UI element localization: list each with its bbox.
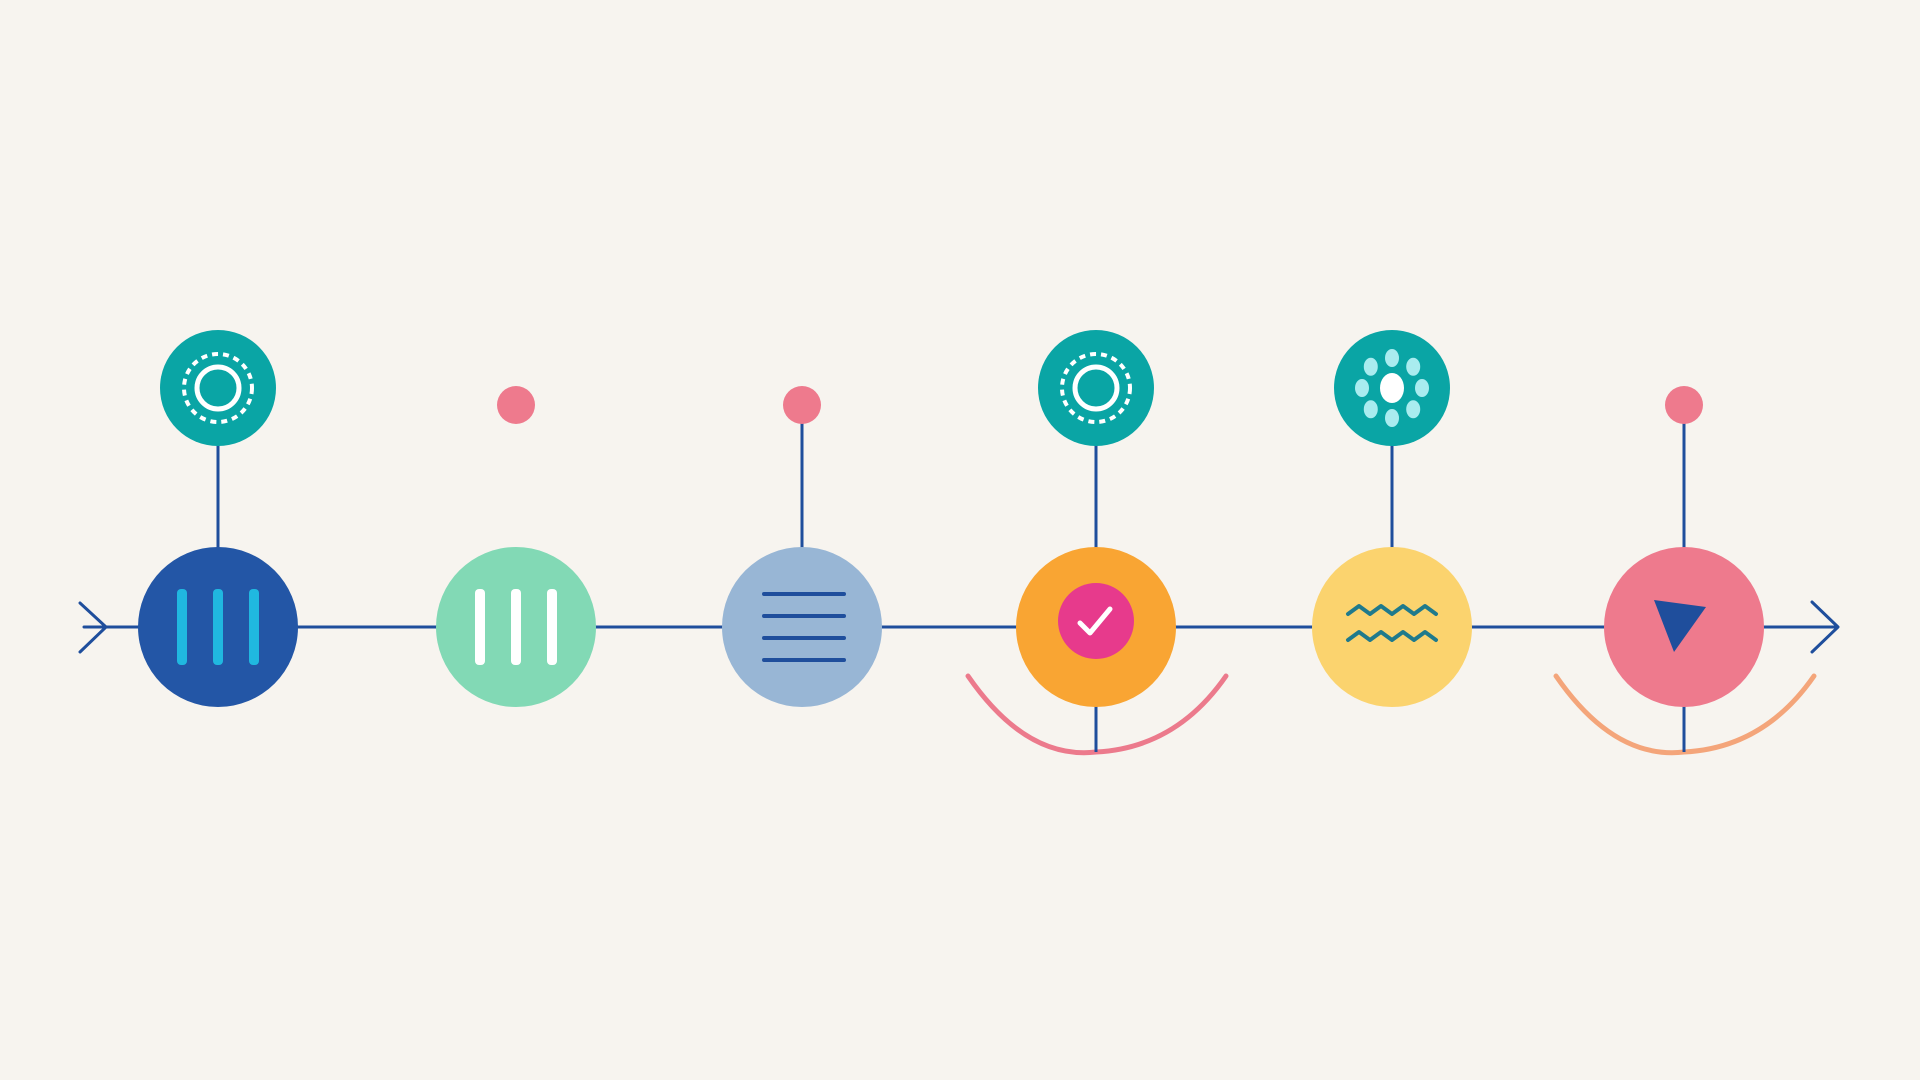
vertical-bars-icon: [177, 589, 259, 665]
marker-dot: [1665, 386, 1703, 424]
stage-node: [722, 547, 882, 707]
marker-dot: [783, 386, 821, 424]
checkmark-icon: [1058, 583, 1134, 659]
axis-tail-icon: [78, 601, 108, 654]
timeline-stage-5: [1312, 330, 1472, 707]
marker-dot: [497, 386, 535, 424]
flag-icon: [1654, 600, 1706, 652]
dotted-ring-icon: [1334, 330, 1450, 446]
timeline-stage-1: [138, 330, 298, 707]
vertical-bars-icon: [475, 589, 557, 665]
timeline-stage-4: [965, 330, 1229, 756]
zigzag-icon: [1346, 604, 1438, 642]
timeline-stage-3: [722, 386, 882, 707]
axis-arrowhead-icon: [1810, 600, 1840, 654]
list-lines-icon: [762, 592, 846, 662]
timeline-stage-6: [1553, 386, 1817, 756]
gear-icon: [160, 330, 276, 446]
timeline-stage-2: [436, 386, 596, 707]
gear-icon: [1038, 330, 1154, 446]
stage-node: [1312, 547, 1472, 707]
